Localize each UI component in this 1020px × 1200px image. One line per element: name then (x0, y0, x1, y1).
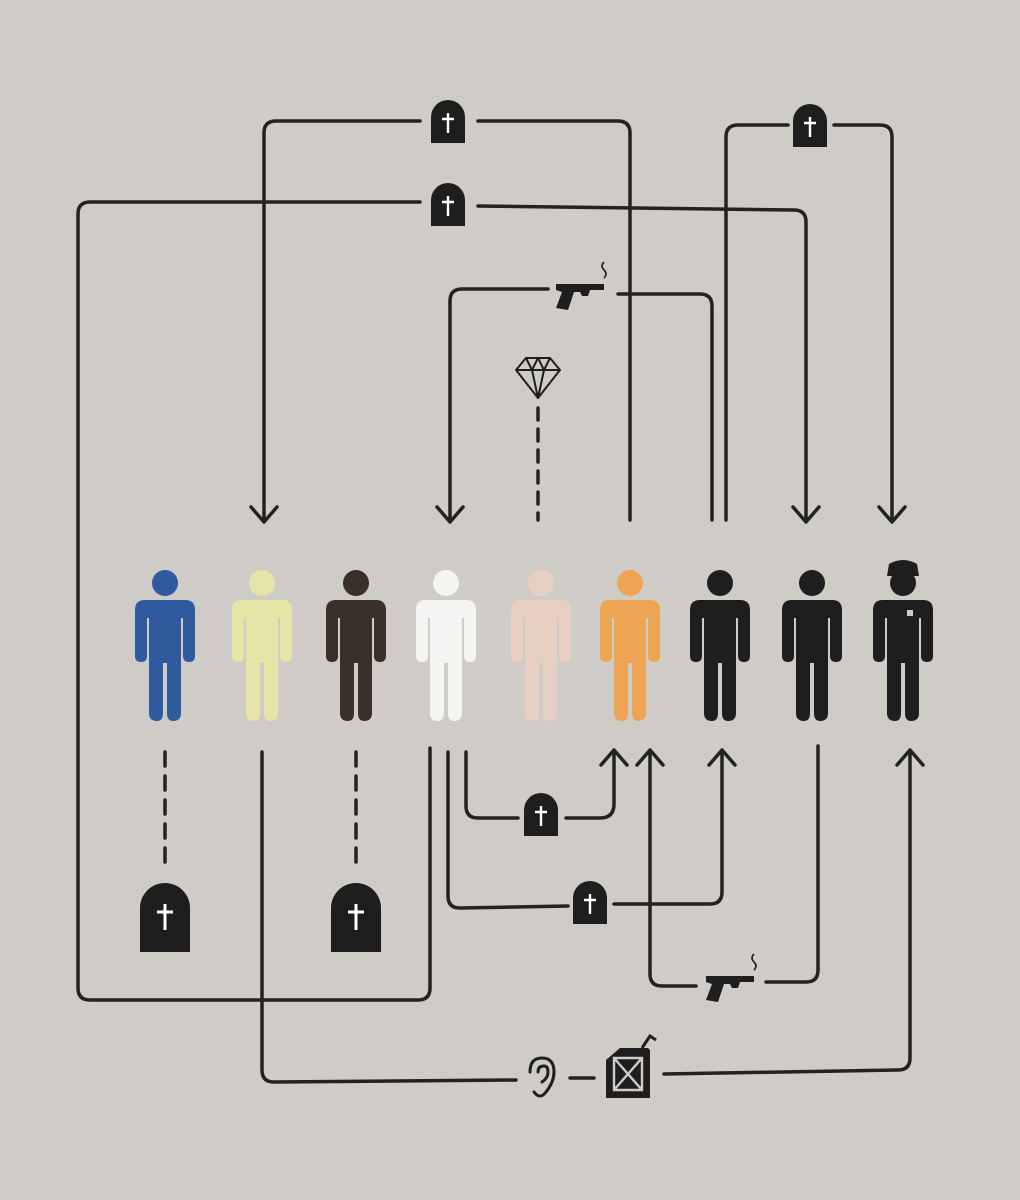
connector-white-to-black1 (446, 750, 724, 910)
diamond-icon (515, 357, 561, 399)
tombstone-icon-top-3 (431, 183, 465, 226)
person-figure-pale-yellow (232, 570, 292, 721)
arrowheads-up (599, 748, 925, 767)
person-figure-black-1 (690, 570, 750, 721)
gun-icon-bottom (706, 953, 757, 1002)
person-figure-blue (135, 570, 195, 721)
jerrycan-icon (606, 1033, 657, 1098)
person-figure-white (416, 570, 476, 721)
connector-white-to-black2 (76, 200, 808, 1002)
tombstone-icon-top-2 (793, 104, 827, 147)
connector-yellow-to-police (260, 750, 912, 1084)
arrowheads-down (249, 505, 907, 524)
police-badge-icon (907, 610, 913, 616)
connector-black2-to-orange (648, 744, 820, 988)
tombstone-icon-top-1 (431, 100, 465, 143)
connector-white-to-orange (464, 750, 616, 820)
police-hat-icon (887, 560, 919, 576)
icon-layer (140, 100, 827, 1098)
ear-icon (528, 1056, 556, 1098)
connector-black1-to-white (448, 287, 714, 522)
gun-icon-top (556, 261, 607, 310)
tombstone-icon-bottom-brown (331, 883, 381, 952)
figure-row (135, 560, 933, 721)
person-figure-police-officer (873, 560, 933, 721)
person-figure-black-2 (782, 570, 842, 721)
tombstone-icon-mid-2 (573, 881, 607, 924)
connector-black1-to-police (724, 123, 894, 522)
connector-orange-to-yellow (262, 119, 632, 522)
person-figure-dark-brown (326, 570, 386, 721)
connector-lines (76, 119, 925, 1084)
tombstone-icon-mid-1 (524, 793, 558, 836)
person-figure-pink (511, 570, 571, 721)
tombstone-icon-bottom-blue (140, 883, 190, 952)
person-figure-orange (600, 570, 660, 721)
